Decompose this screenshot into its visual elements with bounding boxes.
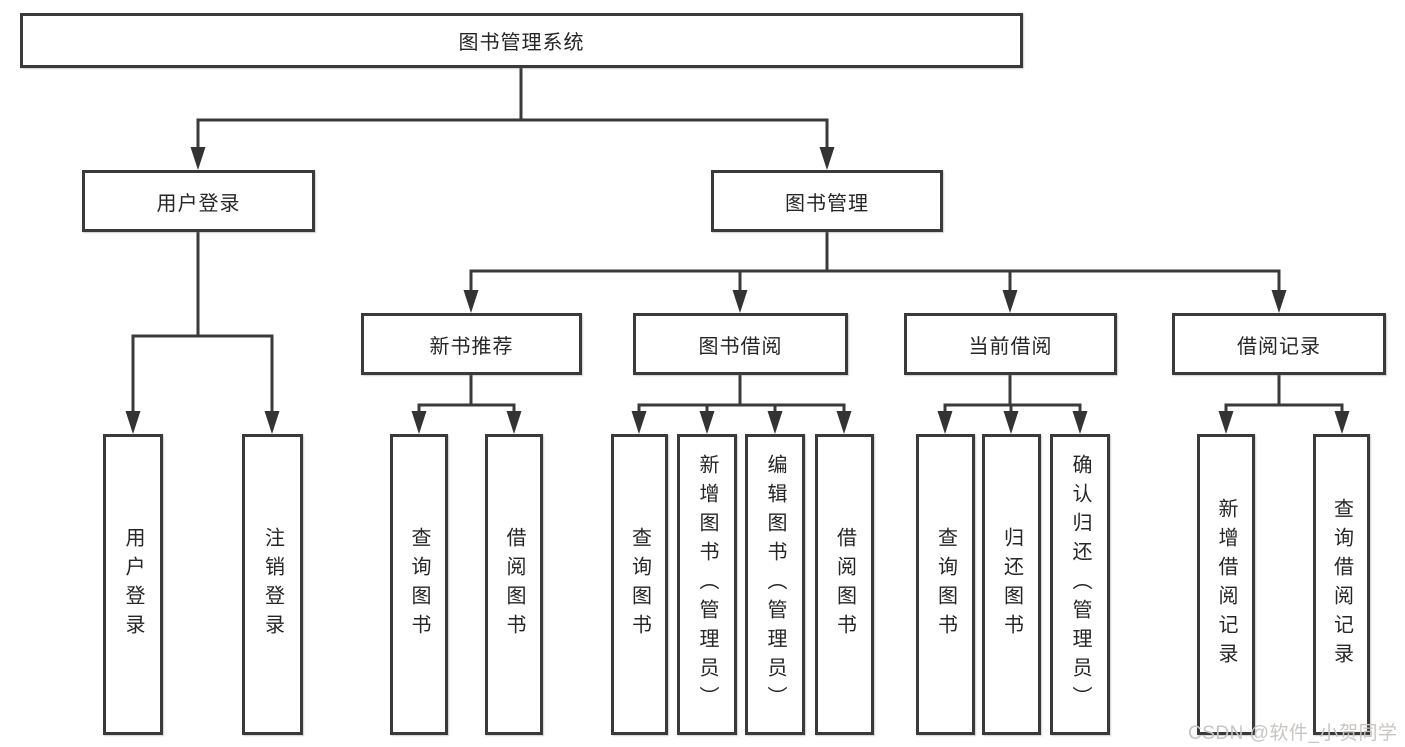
leaf-user-login: 用户登录: [103, 434, 163, 735]
node-root-system: 图书管理系统: [20, 13, 1023, 68]
leaf-query-books-recommend: 查询图书: [390, 434, 448, 735]
arrowheads: [125, 147, 1350, 434]
leaf-add-book-admin: 新增图书（管理员）: [677, 434, 737, 735]
leaf-borrow-books-recommend: 借阅图书: [485, 434, 543, 735]
node-book-borrow: 图书借阅: [633, 313, 848, 375]
node-user-login: 用户登录: [82, 170, 315, 232]
leaf-return-books: 归还图书: [982, 434, 1041, 735]
node-current-borrow: 当前借阅: [904, 313, 1117, 375]
leaf-borrow-books: 借阅图书: [815, 434, 874, 735]
node-borrow-records: 借阅记录: [1172, 313, 1386, 375]
leaf-edit-book-admin: 编辑图书（管理员）: [745, 434, 805, 735]
leaf-query-books-current: 查询图书: [916, 434, 975, 735]
leaf-logout: 注销登录: [242, 434, 303, 735]
leaf-add-borrow-record: 新增借阅记录: [1197, 434, 1255, 735]
node-new-book-recommend: 新书推荐: [361, 313, 582, 375]
leaf-query-books-borrow: 查询图书: [611, 434, 668, 735]
csdn-watermark: CSDN @软件_小贺同学: [1188, 723, 1398, 744]
node-book-management: 图书管理: [711, 170, 943, 232]
leaf-query-borrow-record: 查询借阅记录: [1313, 434, 1370, 735]
leaf-confirm-return-admin: 确认归还（管理员）: [1050, 434, 1110, 735]
